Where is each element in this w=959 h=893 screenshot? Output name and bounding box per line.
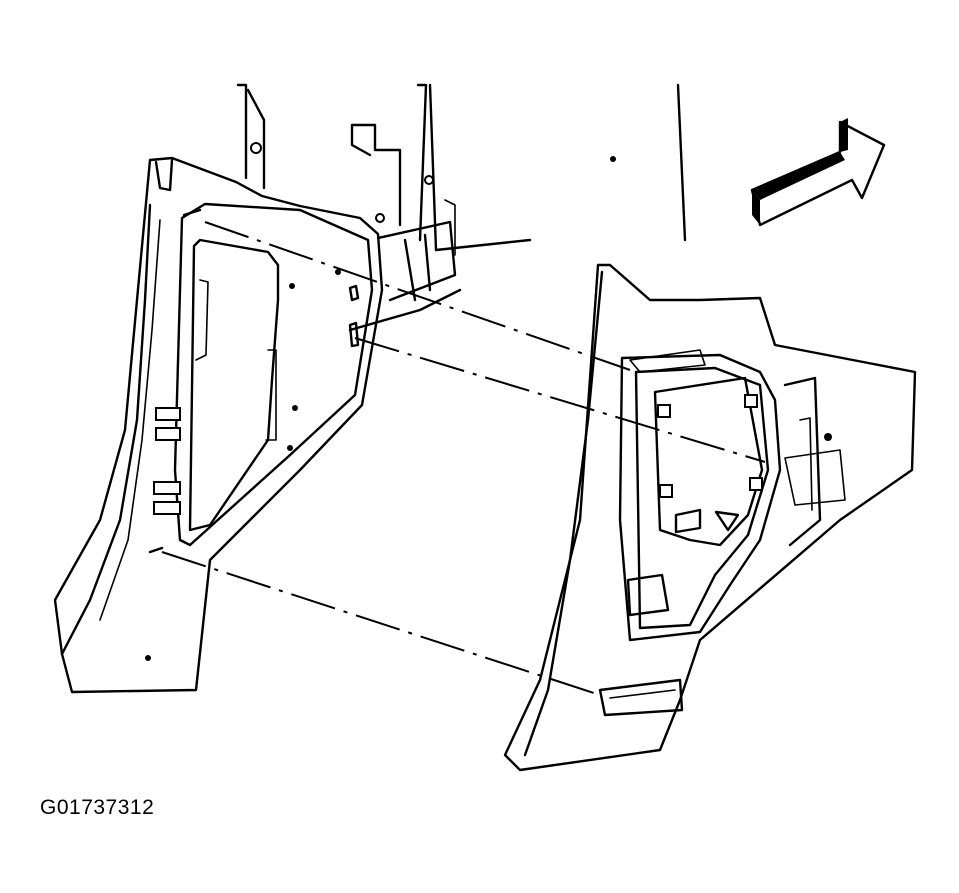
left-trim-panel bbox=[53, 156, 384, 694]
alignment-lines bbox=[161, 221, 766, 696]
right-trim-panel bbox=[503, 263, 917, 772]
figure-id-label: G01737312 bbox=[40, 796, 155, 819]
body-structure bbox=[236, 83, 687, 332]
arrow-icon bbox=[750, 118, 886, 227]
